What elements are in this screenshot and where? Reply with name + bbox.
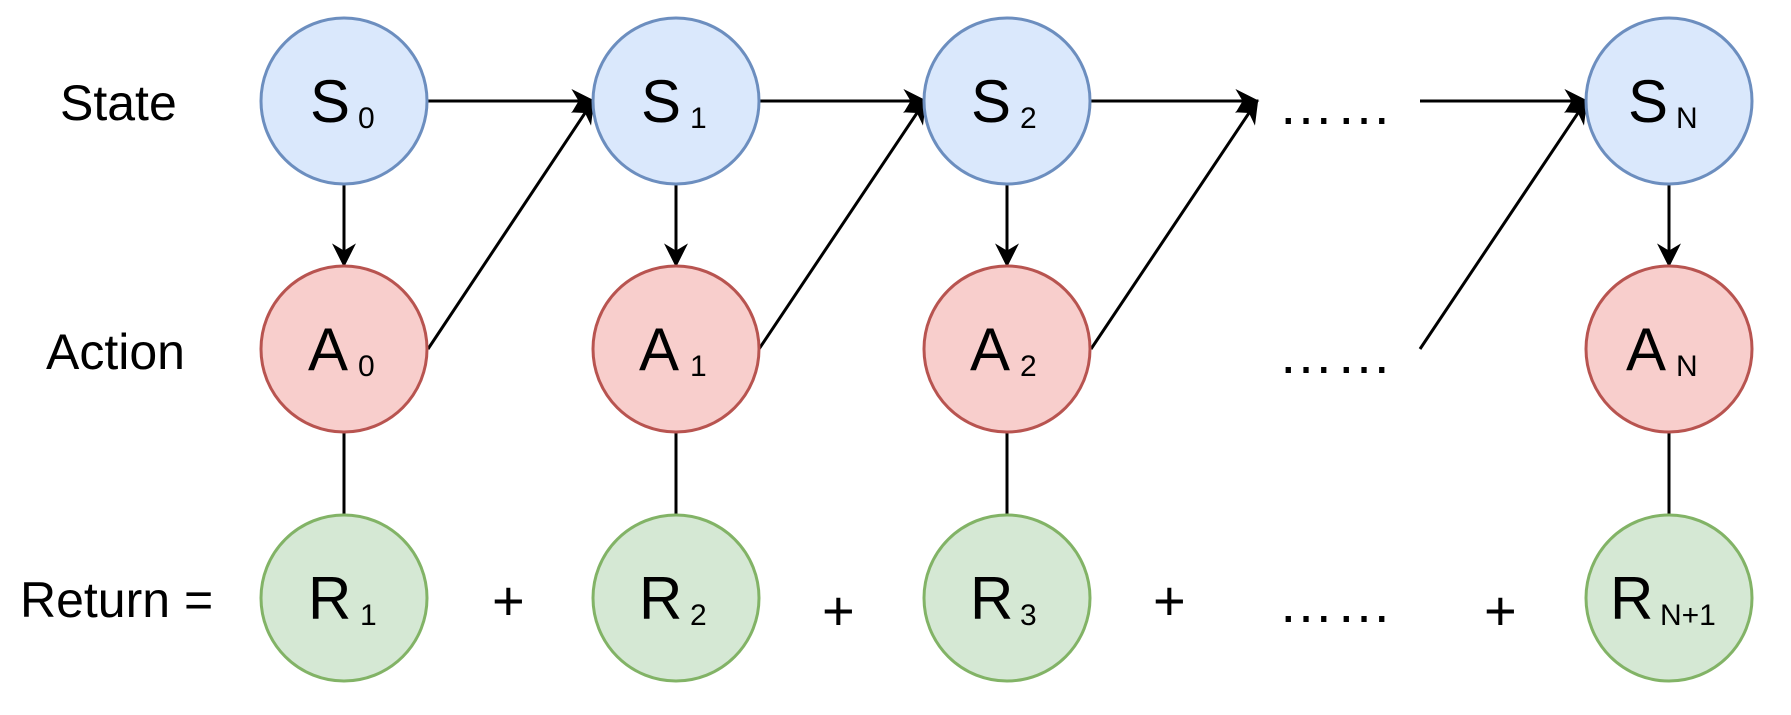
node-subscript: N xyxy=(1676,102,1698,135)
row-label-return: Return = xyxy=(20,572,213,628)
edge-a0-s1 xyxy=(426,99,595,350)
action-node-n: A N xyxy=(1584,264,1754,434)
node-subscript: 2 xyxy=(1020,350,1037,383)
state-node-n: S N xyxy=(1584,16,1754,186)
return-node-n-plus-1: R N+1 xyxy=(1584,513,1754,683)
edge-ellipsis-sn-diag xyxy=(1418,99,1588,350)
state-node-1: S 1 xyxy=(591,16,761,186)
action-node-0: A 0 xyxy=(259,264,429,434)
node-letter: S xyxy=(1628,68,1668,135)
state-node-0: S 0 xyxy=(259,16,429,186)
return-node-1: R 1 xyxy=(259,513,429,683)
state-node-2: S 2 xyxy=(922,16,1092,186)
edge-a1-s2 xyxy=(757,99,927,350)
ellipsis-action-row: …… xyxy=(1278,322,1394,385)
node-letter: S xyxy=(641,68,681,135)
node-letter: A xyxy=(1626,316,1666,383)
node-letter: R xyxy=(639,565,682,632)
node-letter: A xyxy=(639,316,679,383)
node-subscript: 1 xyxy=(690,350,707,383)
node-subscript: 3 xyxy=(1020,599,1037,632)
node-letter: R xyxy=(970,565,1013,632)
row-label-state: State xyxy=(60,75,177,131)
plus-sign: + xyxy=(1484,579,1517,642)
edges xyxy=(332,89,1681,516)
node-subscript: 1 xyxy=(690,102,707,135)
node-subscript: N+1 xyxy=(1660,599,1716,632)
node-subscript: 1 xyxy=(360,599,377,632)
plus-sign: + xyxy=(492,569,525,632)
ellipsis-return-row: …… xyxy=(1278,571,1394,634)
ellipsis-state-row: …… xyxy=(1278,73,1394,136)
return-node-2: R 2 xyxy=(591,513,761,683)
edge-a2-ellipsis xyxy=(1089,99,1259,350)
action-node-2: A 2 xyxy=(922,264,1092,434)
node-letter: A xyxy=(970,316,1010,383)
node-subscript: N xyxy=(1676,350,1698,383)
node-letter: R xyxy=(1610,565,1653,632)
return-node-3: R 3 xyxy=(922,513,1092,683)
node-subscript: 2 xyxy=(1020,102,1037,135)
node-letter: S xyxy=(971,68,1011,135)
node-subscript: 0 xyxy=(358,350,375,383)
node-letter: R xyxy=(308,565,351,632)
node-letter: S xyxy=(310,68,350,135)
node-letter: A xyxy=(308,316,348,383)
plus-sign: + xyxy=(822,579,855,642)
plus-sign: + xyxy=(1153,569,1186,632)
row-label-action: Action xyxy=(46,324,185,380)
node-subscript: 2 xyxy=(690,599,707,632)
node-subscript: 0 xyxy=(358,102,375,135)
action-node-1: A 1 xyxy=(591,264,761,434)
